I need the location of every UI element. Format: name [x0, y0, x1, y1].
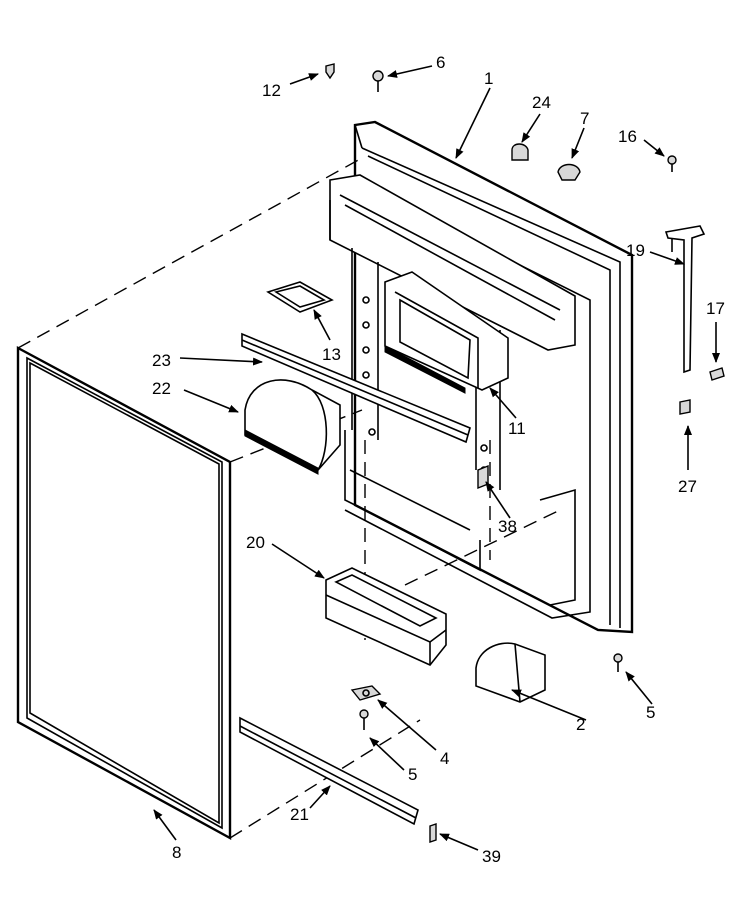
callout-24: 24: [532, 93, 551, 112]
callout-2: 2: [576, 715, 585, 734]
callout-7: 7: [580, 109, 589, 128]
callout-17: 17: [706, 299, 725, 318]
door-panel-part: [329, 120, 634, 634]
dairy-door-part: [384, 271, 509, 394]
callout-4: 4: [440, 749, 449, 768]
shelf-rail-part: [241, 332, 471, 444]
callout-13: 13: [322, 345, 341, 364]
hinge-cover-part: [475, 642, 546, 703]
breaker-strip-part: [239, 716, 419, 826]
callout-12: 12: [262, 81, 281, 100]
callout-38: 38: [498, 517, 517, 536]
callout-21: 21: [290, 805, 309, 824]
door-gasket-part: [16, 345, 232, 841]
callout-23: 23: [152, 351, 171, 370]
callout-16: 16: [618, 127, 637, 146]
callout-labels: 12 6 1 24 7 16 19 17 27 13 23 22 11 38 2…: [152, 53, 725, 866]
callout-20: 20: [246, 533, 265, 552]
hardware-parts: [325, 63, 725, 843]
callout-11: 11: [508, 419, 526, 438]
leader-lines: [153, 65, 720, 851]
callout-5-right: 5: [646, 703, 655, 722]
callout-5-lower: 5: [408, 765, 417, 784]
callout-8: 8: [172, 843, 181, 862]
butter-bin-part: [244, 379, 341, 475]
callout-19: 19: [626, 241, 645, 260]
pad-part: [266, 281, 334, 313]
callout-39: 39: [482, 847, 501, 866]
door-bin-part: [325, 567, 447, 666]
callout-22: 22: [152, 379, 171, 398]
callout-6: 6: [436, 53, 445, 72]
callout-27: 27: [678, 477, 697, 496]
callout-1: 1: [484, 69, 493, 88]
